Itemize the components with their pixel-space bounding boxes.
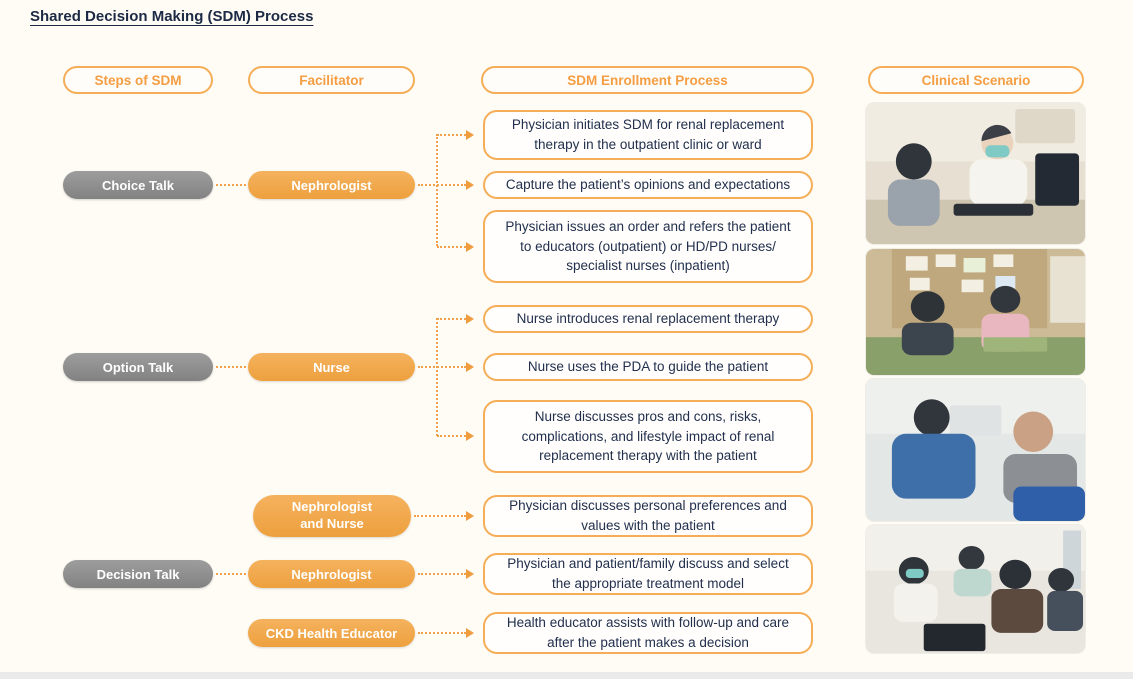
arrowhead-icon xyxy=(466,314,474,324)
clinical-photo-team-discussion xyxy=(866,525,1085,653)
photo-illustration xyxy=(866,379,1085,521)
clinical-photo-nurse-demonstration xyxy=(866,379,1085,521)
arrowhead-icon xyxy=(466,130,474,140)
dotted-connector xyxy=(418,366,466,368)
step-pill-option-talk: Option Talk xyxy=(63,353,213,381)
facilitator-pill-nephrologist-2: Nephrologist xyxy=(248,560,415,588)
arrowhead-icon xyxy=(466,569,474,579)
process-box-pda-guide: Nurse uses the PDA to guide the patient xyxy=(483,353,813,381)
facilitator-pill-nephrologist-1: Nephrologist xyxy=(248,171,415,199)
step-pill-choice-talk: Choice Talk xyxy=(63,171,213,199)
photo-illustration xyxy=(866,249,1085,375)
facilitator-pill-ckd-health-educator: CKD Health Educator xyxy=(248,619,415,647)
process-box-issue-order: Physician issues an order and refers the… xyxy=(483,210,813,283)
slide-bottom-edge xyxy=(0,672,1133,679)
process-box-introduce-therapy: Nurse introduces renal replacement thera… xyxy=(483,305,813,333)
facilitator-pill-nephrologist-and-nurse: Nephrologist and Nurse xyxy=(253,495,411,537)
dotted-connector xyxy=(418,632,466,634)
clinical-photo-outpatient-consultation xyxy=(866,103,1085,244)
clinical-photo-education-board xyxy=(866,249,1085,375)
column-header-enrollment-process: SDM Enrollment Process xyxy=(481,66,814,94)
dotted-connector xyxy=(414,515,466,517)
column-header-clinical-scenario: Clinical Scenario xyxy=(868,66,1084,94)
page-title: Shared Decision Making (SDM) Process xyxy=(30,8,314,25)
dotted-connector xyxy=(437,134,466,136)
photo-illustration xyxy=(866,525,1085,653)
arrowhead-icon xyxy=(466,628,474,638)
dotted-connector xyxy=(418,184,466,186)
process-box-discuss-pros-cons: Nurse discusses pros and cons, risks, co… xyxy=(483,400,813,473)
column-header-facilitator: Facilitator xyxy=(248,66,415,94)
arrowhead-icon xyxy=(466,242,474,252)
dotted-branch-line xyxy=(436,318,438,436)
arrowhead-icon xyxy=(466,180,474,190)
dotted-connector xyxy=(216,366,246,368)
dotted-connector xyxy=(437,435,466,437)
facilitator-pill-nurse: Nurse xyxy=(248,353,415,381)
dotted-connector xyxy=(216,573,246,575)
column-header-steps: Steps of SDM xyxy=(63,66,213,94)
dotted-connector xyxy=(418,573,466,575)
process-box-select-treatment: Physician and patient/family discuss and… xyxy=(483,553,813,595)
dotted-branch-line xyxy=(436,134,438,246)
process-box-capture-opinions: Capture the patient’s opinions and expec… xyxy=(483,171,813,199)
process-box-follow-up: Health educator assists with follow-up a… xyxy=(483,612,813,654)
dotted-connector xyxy=(216,184,246,186)
photo-illustration xyxy=(866,103,1085,244)
dotted-connector xyxy=(437,246,466,248)
process-box-initiate-sdm: Physician initiates SDM for renal replac… xyxy=(483,110,813,160)
dotted-connector xyxy=(437,318,466,320)
process-box-preferences-values: Physician discusses personal preferences… xyxy=(483,495,813,537)
arrowhead-icon xyxy=(466,511,474,521)
arrowhead-icon xyxy=(466,362,474,372)
arrowhead-icon xyxy=(466,431,474,441)
step-pill-decision-talk: Decision Talk xyxy=(63,560,213,588)
